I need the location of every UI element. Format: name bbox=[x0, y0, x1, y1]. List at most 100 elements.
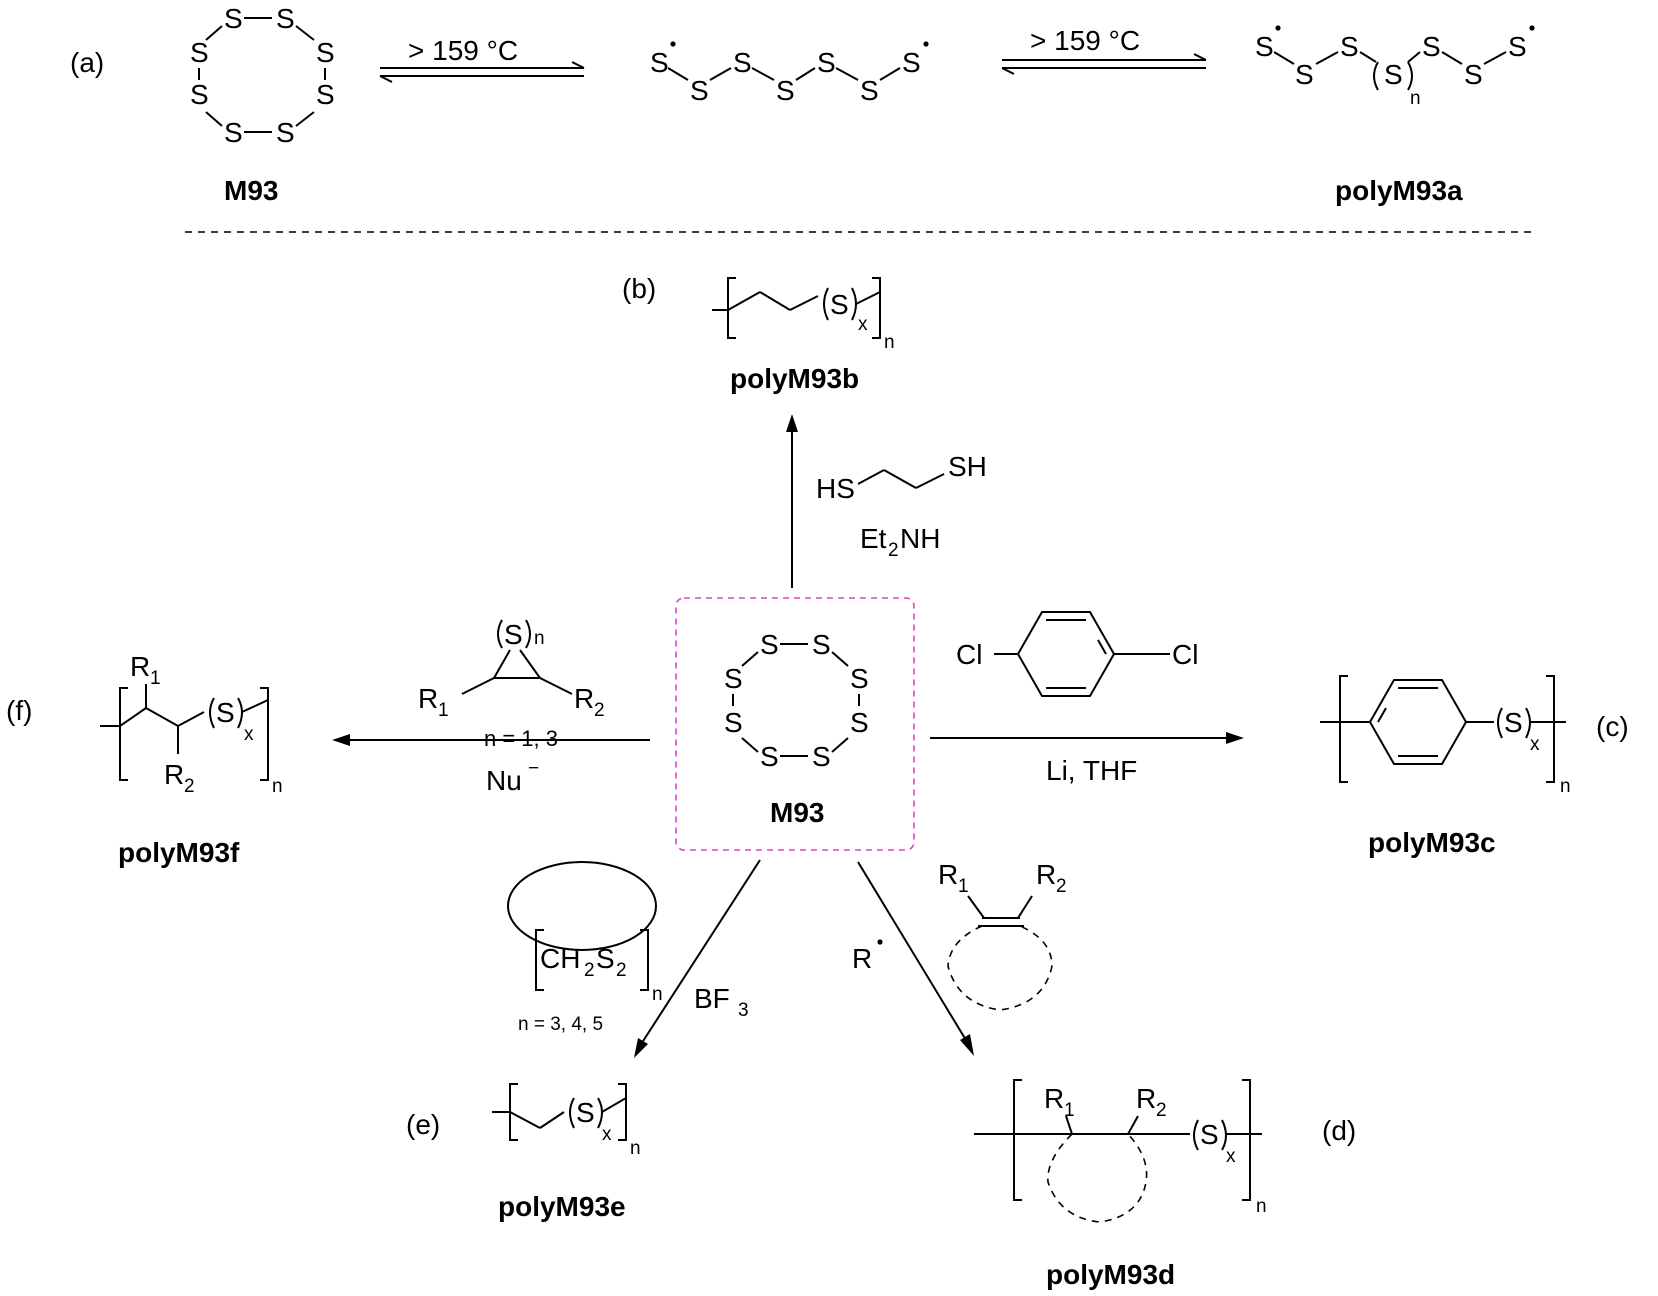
label-polym93d: polyM93d bbox=[1046, 1259, 1175, 1290]
arrow-to-b bbox=[786, 414, 798, 588]
svg-text:SH: SH bbox=[948, 451, 987, 482]
svg-text:R: R bbox=[418, 683, 438, 714]
svg-text:n: n bbox=[534, 628, 545, 649]
svg-text:S: S bbox=[850, 707, 869, 738]
svg-text:S: S bbox=[1295, 59, 1314, 90]
svg-text:R: R bbox=[1044, 1083, 1064, 1114]
svg-text:2: 2 bbox=[616, 960, 627, 981]
svg-text:x: x bbox=[858, 314, 868, 335]
svg-text:n: n bbox=[652, 984, 663, 1005]
svg-text:2: 2 bbox=[584, 960, 595, 981]
label-m93-center: M93 bbox=[770, 797, 824, 828]
condition-temp-2: > 159 °C bbox=[1030, 25, 1140, 56]
svg-text:S: S bbox=[817, 47, 836, 78]
m93-ring-center: S S S S S S S S bbox=[724, 629, 869, 772]
svg-text:R: R bbox=[130, 651, 150, 682]
condition-nu: Nu − bbox=[486, 758, 539, 796]
svg-text:S: S bbox=[1504, 707, 1523, 738]
svg-text:Cl: Cl bbox=[956, 639, 982, 670]
reagent-cyclic-thioformal: CH 2 S 2 n bbox=[507, 861, 663, 1005]
reagent-ethanedithiol: HS SH bbox=[816, 451, 987, 504]
svg-text:S: S bbox=[812, 741, 831, 772]
svg-text:Nu: Nu bbox=[486, 765, 522, 796]
condition-temp-1: > 159 °C bbox=[408, 35, 518, 66]
arrow-to-c bbox=[930, 732, 1244, 744]
s8-diradical-chain: S S S S S S S bbox=[650, 41, 929, 106]
svg-text:R: R bbox=[164, 759, 184, 790]
svg-text:x: x bbox=[1226, 1146, 1236, 1167]
svg-text:S: S bbox=[760, 629, 779, 660]
polym93f-structure: R 1 R 2 S x n bbox=[100, 651, 283, 797]
label-panel-a: (a) bbox=[70, 47, 104, 78]
svg-text:CH: CH bbox=[540, 943, 580, 974]
svg-text:S: S bbox=[1384, 59, 1403, 90]
svg-text:S: S bbox=[316, 37, 335, 68]
svg-text:S: S bbox=[1464, 59, 1483, 90]
polym93b-structure: S x n bbox=[712, 277, 895, 353]
svg-text:S: S bbox=[650, 47, 669, 78]
svg-text:S: S bbox=[1422, 31, 1441, 62]
label-polym93e: polyM93e bbox=[498, 1191, 626, 1222]
svg-text:S: S bbox=[690, 75, 709, 106]
svg-text:2: 2 bbox=[184, 776, 195, 797]
svg-text:n: n bbox=[1560, 776, 1571, 797]
polym93d-structure: R 1 R 2 S x n bbox=[974, 1079, 1267, 1223]
equilibrium-arrow-2 bbox=[1001, 53, 1207, 75]
svg-text:S: S bbox=[1255, 31, 1274, 62]
svg-text:S: S bbox=[216, 697, 235, 728]
svg-text:n: n bbox=[272, 776, 283, 797]
svg-text:n: n bbox=[630, 1138, 641, 1159]
svg-text:S: S bbox=[576, 1097, 595, 1128]
label-m93-top: M93 bbox=[224, 175, 278, 206]
svg-text:S: S bbox=[812, 629, 831, 660]
label-panel-e: (e) bbox=[406, 1109, 440, 1140]
svg-text:S: S bbox=[190, 37, 209, 68]
svg-text:S: S bbox=[1508, 31, 1527, 62]
svg-text:R: R bbox=[1136, 1083, 1156, 1114]
svg-text:S: S bbox=[504, 619, 523, 650]
m93-highlight-box bbox=[675, 597, 915, 851]
svg-text:S: S bbox=[850, 663, 869, 694]
label-polym93f: polyM93f bbox=[118, 837, 240, 868]
svg-text:S: S bbox=[276, 117, 295, 148]
reagent-et2nh: Et 2 NH bbox=[860, 523, 940, 561]
arrow-to-e bbox=[634, 859, 761, 1058]
svg-text:Cl: Cl bbox=[1172, 639, 1198, 670]
svg-text:n: n bbox=[1256, 1196, 1267, 1217]
equilibrium-arrow-1 bbox=[379, 61, 585, 83]
condition-bf3: BF 3 bbox=[694, 983, 749, 1021]
svg-text:n: n bbox=[1410, 88, 1421, 109]
svg-text:S: S bbox=[860, 75, 879, 106]
reagent-dichlorobenzene: Cl Cl bbox=[956, 611, 1198, 697]
condition-li-thf: Li, THF bbox=[1046, 755, 1137, 786]
m93-ring-top: S S S S S S S S bbox=[190, 3, 335, 148]
svg-text:2: 2 bbox=[1156, 1100, 1167, 1121]
svg-text:S: S bbox=[276, 3, 295, 34]
svg-text:S: S bbox=[724, 707, 743, 738]
svg-text:S: S bbox=[724, 663, 743, 694]
svg-text:S: S bbox=[224, 3, 243, 34]
radical-initiator: R bbox=[852, 939, 883, 974]
svg-text:x: x bbox=[244, 724, 254, 745]
svg-text:S: S bbox=[224, 117, 243, 148]
svg-text:HS: HS bbox=[816, 473, 855, 504]
svg-text:S: S bbox=[776, 75, 795, 106]
svg-text:1: 1 bbox=[1064, 1100, 1075, 1121]
condition-n13: n = 1, 3 bbox=[484, 726, 558, 751]
polym93a-structure: S S S S n S S S bbox=[1255, 25, 1535, 109]
svg-text:NH: NH bbox=[900, 523, 940, 554]
svg-text:n: n bbox=[884, 332, 895, 353]
condition-n345: n = 3, 4, 5 bbox=[518, 1014, 603, 1035]
svg-text:R: R bbox=[938, 859, 958, 890]
svg-text:1: 1 bbox=[958, 876, 969, 897]
label-panel-b: (b) bbox=[622, 273, 656, 304]
svg-text:S: S bbox=[902, 47, 921, 78]
arrow-to-d bbox=[857, 861, 974, 1056]
svg-text:R: R bbox=[574, 683, 594, 714]
svg-text:3: 3 bbox=[738, 1000, 749, 1021]
svg-text:x: x bbox=[602, 1124, 612, 1145]
polym93c-structure: S x n bbox=[1320, 675, 1571, 797]
label-panel-d: (d) bbox=[1322, 1115, 1356, 1146]
svg-text:R: R bbox=[1036, 859, 1056, 890]
